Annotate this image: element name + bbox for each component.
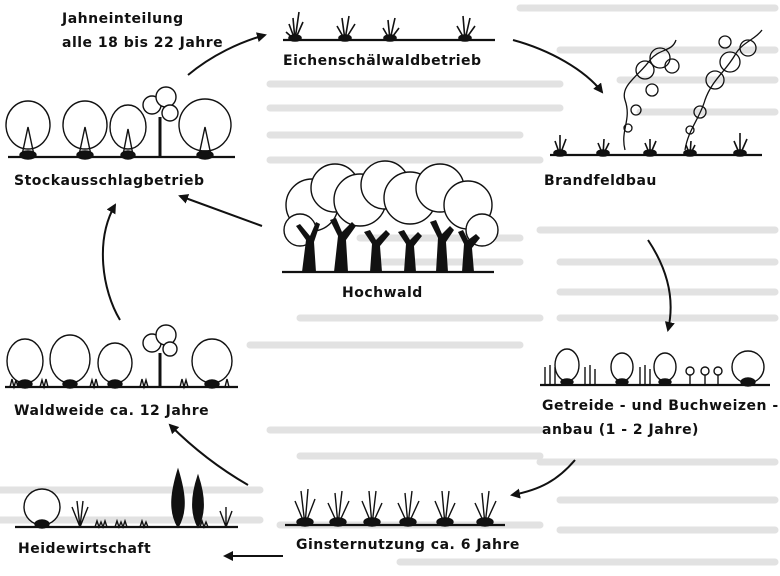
brandfeldbau-illustration: [550, 29, 763, 157]
arrow-to-getreide: [647, 239, 675, 332]
getreide-illustration: [540, 348, 770, 387]
juniper-2: [192, 473, 204, 529]
label-getreide-line1: Getreide - und Buchweizen -: [542, 398, 779, 414]
arrow-from-hochwald: [178, 194, 263, 227]
cycle-arrows: [101, 32, 675, 561]
heidewirtschaft-illustration: [15, 467, 238, 530]
ginster-illustration: [285, 488, 505, 527]
eichenschaelwald-illustration: [283, 11, 495, 42]
stockausschlag-illustration: [5, 86, 235, 160]
hochwald-illustration: [282, 160, 499, 274]
label-heidewirtschaft: Heidewirtschaft: [18, 541, 152, 557]
trunks: [296, 218, 480, 272]
arrow-to-stockausschlag: [101, 203, 121, 321]
smoke: [623, 29, 763, 151]
juniper-1: [171, 467, 185, 529]
arrow-to-ginster: [510, 459, 576, 499]
label-ginsternutzung: Ginsternutzung ca. 6 Jahre: [296, 537, 520, 553]
waldweide-illustration: [5, 324, 238, 390]
canopy: [283, 160, 499, 247]
label-getreide-line2: anbau (1 - 2 Jahre): [542, 422, 699, 438]
annotation-line1: Jahneinteilung: [62, 11, 184, 27]
label-eichenschaelwaldbetrieb: Eichenschälwaldbetrieb: [283, 53, 482, 69]
label-stockausschlagbetrieb: Stockausschlagbetrieb: [14, 173, 205, 189]
arrow-to-eichenschaelwald: [187, 32, 267, 76]
label-hochwald: Hochwald: [342, 285, 423, 301]
label-waldweide: Waldweide ca. 12 Jahre: [14, 403, 210, 419]
arrow-to-brandfeldbau: [512, 39, 604, 94]
annotation-line2: alle 18 bis 22 Jahre: [62, 35, 224, 51]
label-brandfeldbau: Brandfeldbau: [544, 173, 657, 189]
arrow-to-waldweide: [168, 423, 249, 486]
